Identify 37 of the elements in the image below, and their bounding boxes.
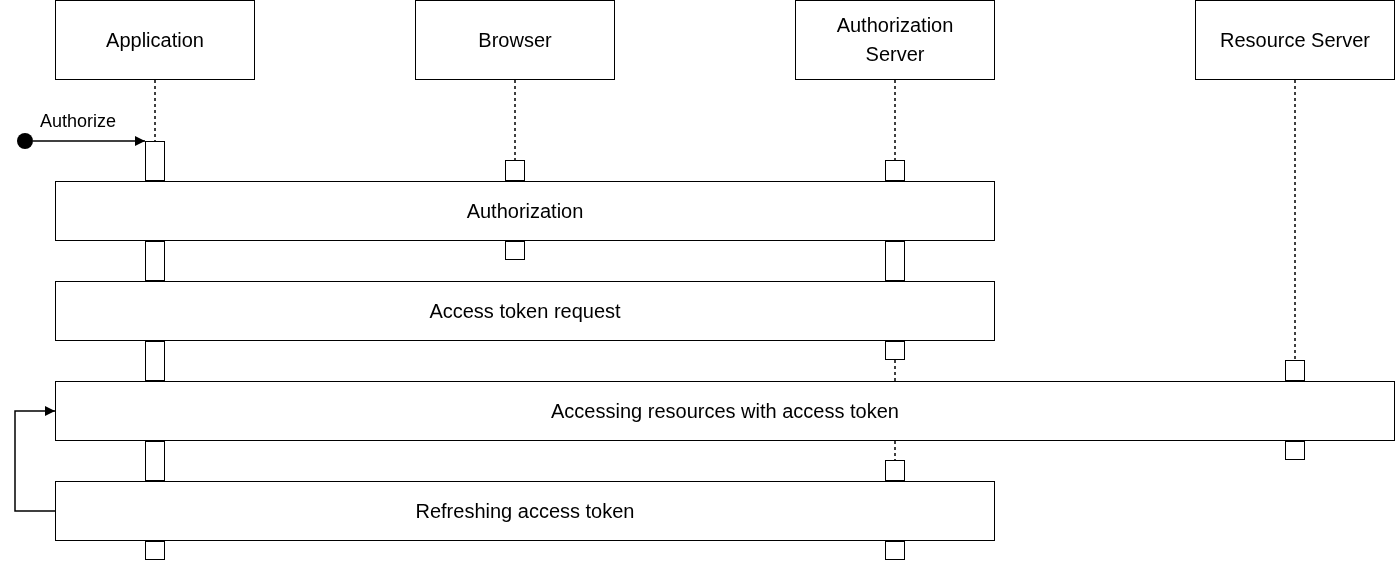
node-label: Application	[106, 27, 204, 53]
activation-bar	[145, 441, 165, 481]
activation-bar	[885, 341, 905, 360]
node-label: Authorization Server	[835, 13, 955, 67]
activation-bar	[505, 241, 525, 260]
node-label: Access token request	[429, 298, 621, 324]
activation-bar	[145, 141, 165, 181]
interaction-band	[55, 281, 995, 341]
node-label: Resource Server	[1219, 27, 1371, 53]
node-label: Refreshing access token	[415, 498, 635, 524]
interaction-band	[55, 481, 995, 541]
lifeline	[894, 79, 896, 161]
node-label: Browser	[478, 27, 552, 53]
activation-bar	[145, 541, 165, 560]
interaction-band	[55, 381, 1395, 441]
lifeline	[894, 359, 896, 382]
start-dot	[17, 133, 33, 149]
lifeline-header	[415, 0, 615, 80]
arrow	[14, 406, 56, 512]
activation-bar	[1285, 360, 1305, 381]
activation-bar	[145, 241, 165, 281]
activation-bar	[885, 541, 905, 560]
arrow	[32, 136, 146, 146]
lifeline	[1294, 79, 1296, 361]
node-label: Authorization	[466, 198, 584, 224]
lifeline-header	[1195, 0, 1395, 80]
activation-bar	[885, 160, 905, 181]
interaction-band	[55, 181, 995, 241]
activation-bar	[145, 341, 165, 381]
node-label: Accessing resources with access token	[551, 398, 899, 424]
activation-bar	[885, 241, 905, 281]
lifeline-header	[795, 0, 995, 80]
activation-bar	[1285, 441, 1305, 460]
lifeline	[514, 79, 516, 161]
activation-bar	[505, 160, 525, 181]
lifeline-header	[55, 0, 255, 80]
activation-bar	[885, 460, 905, 481]
